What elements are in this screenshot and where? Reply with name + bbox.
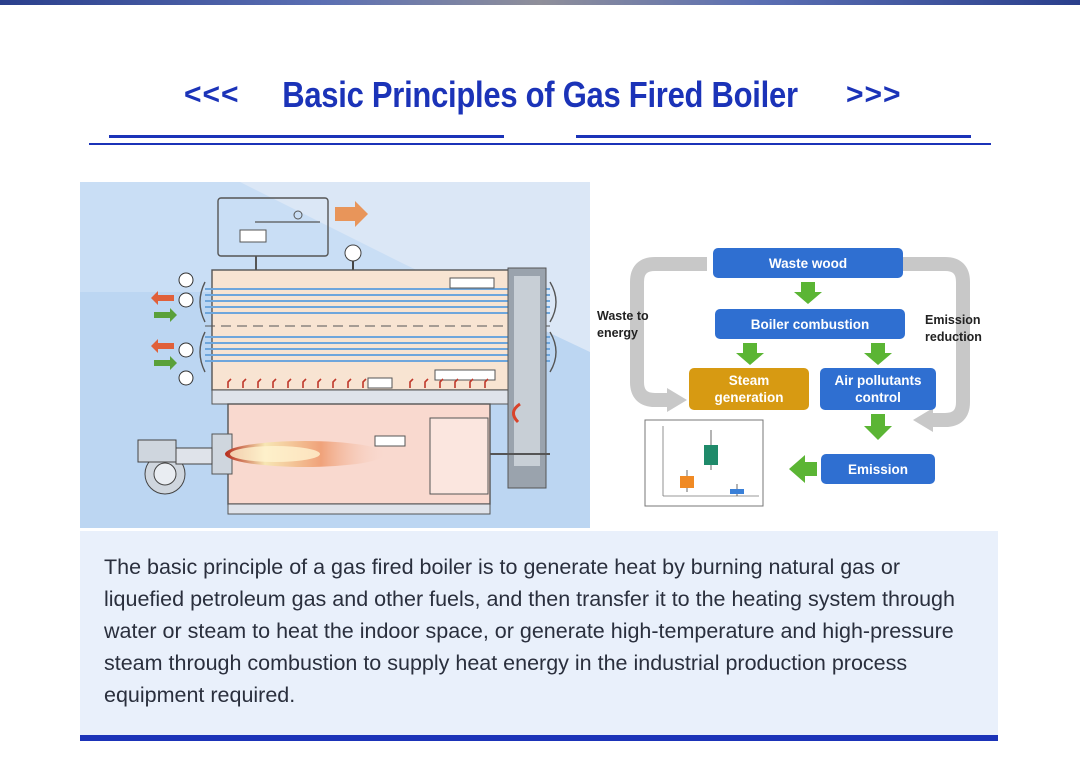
top-decorative-strip — [0, 0, 1080, 5]
description-panel: The basic principle of a gas fired boile… — [80, 531, 998, 735]
waste-to-energy-line2: energy — [597, 326, 638, 340]
emission-box — [821, 454, 935, 484]
title-underline-left — [109, 135, 504, 138]
description-text: The basic principle of a gas fired boile… — [104, 555, 955, 707]
arrow-left-emission — [789, 455, 817, 483]
emission-reduction-line2: reduction — [925, 330, 982, 344]
right-chevron-marker: >>> — [846, 78, 902, 111]
description-bottom-bar — [80, 735, 998, 741]
emission-reduction-loop — [887, 257, 970, 427]
air-label-line2: control — [855, 390, 901, 405]
title-underline-right — [576, 135, 971, 138]
illustration-panel: Waste wood Boiler combustion Steam gener… — [80, 182, 998, 528]
waste-wood-label: Waste wood — [769, 256, 847, 271]
waste-to-energy-loop — [630, 257, 707, 407]
air-pollutants-box — [820, 368, 936, 410]
steam-label-line1: Steam — [729, 373, 770, 388]
air-label-line1: Air pollutants — [835, 373, 922, 388]
page-title: Basic Principles of Gas Fired Boiler — [282, 74, 798, 115]
arrow-down-4 — [864, 414, 892, 440]
section-header: <<< Basic Principles of Gas Fired Boiler… — [0, 70, 1080, 130]
emission-label: Emission — [848, 462, 908, 477]
title-underline-long — [89, 143, 991, 145]
arrow-down-1 — [794, 282, 822, 304]
waste-wood-box — [713, 248, 903, 278]
arrow-down-3 — [864, 343, 892, 365]
boiler-diagram-image — [80, 182, 590, 528]
steam-generation-box — [689, 368, 809, 410]
mini-boxplot-thumbnail — [644, 419, 764, 507]
boiler-combustion-box — [715, 309, 905, 339]
left-chevron-marker: <<< — [184, 78, 240, 111]
emission-reduction-line1: Emission — [925, 313, 981, 327]
waste-to-energy-line1: Waste to — [597, 309, 649, 323]
steam-label-line2: generation — [714, 390, 783, 405]
flowchart-image: Waste wood Boiler combustion Steam gener… — [595, 212, 998, 528]
arrow-down-2 — [736, 343, 764, 365]
boiler-combustion-label: Boiler combustion — [751, 317, 870, 332]
